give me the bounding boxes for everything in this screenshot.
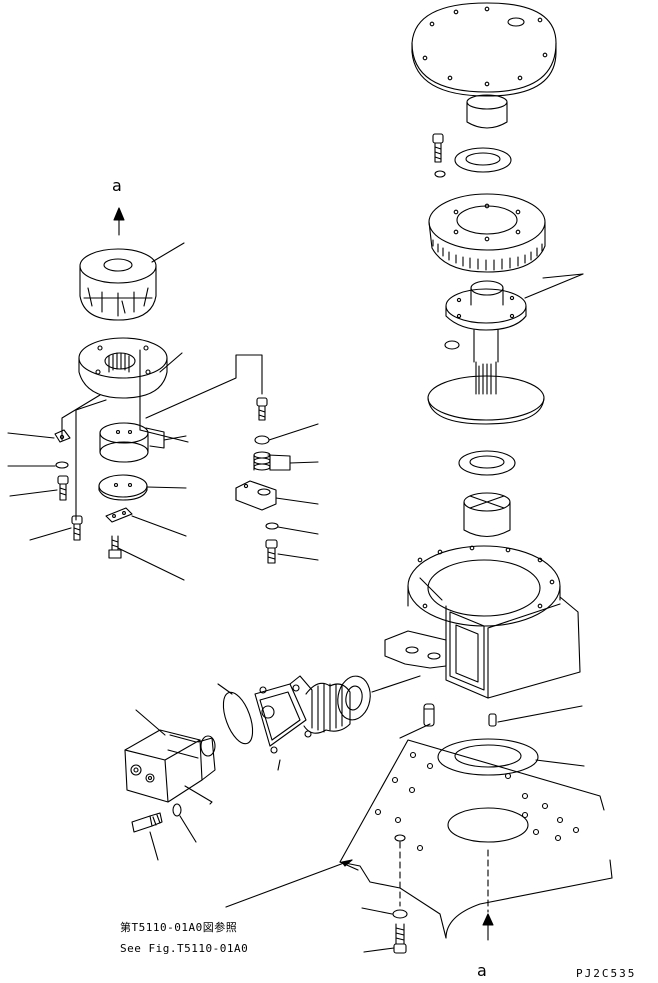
leader-line bbox=[145, 354, 263, 419]
leader-line bbox=[149, 831, 159, 861]
drawing-code: PJ2C535 bbox=[576, 967, 637, 980]
leader-line bbox=[117, 547, 185, 581]
reference-note-japanese: 第T5110-01A0図参照 bbox=[120, 921, 238, 934]
revolving-frame bbox=[339, 739, 613, 939]
small-washer-left bbox=[54, 429, 71, 443]
leader-line bbox=[524, 273, 584, 299]
washer-right-column bbox=[254, 435, 270, 445]
swing-motor bbox=[124, 729, 216, 803]
upper-seal-ring bbox=[454, 147, 512, 173]
bottom-bolt bbox=[392, 834, 408, 954]
lower-bushing bbox=[463, 492, 511, 538]
leader-line bbox=[371, 675, 421, 693]
ring-gear bbox=[428, 193, 546, 273]
leader-line bbox=[361, 907, 393, 915]
lock-washer-left bbox=[55, 461, 69, 469]
leader-line bbox=[399, 723, 431, 739]
upper-bolt bbox=[432, 133, 444, 163]
leader-line bbox=[151, 242, 185, 263]
leader-line bbox=[289, 461, 319, 464]
lock-plate bbox=[105, 507, 133, 523]
leader-line bbox=[184, 785, 213, 805]
small-pin bbox=[488, 713, 497, 727]
hex-bolt-left bbox=[108, 535, 122, 559]
leader-line bbox=[535, 759, 585, 767]
bolt-right-column bbox=[256, 397, 268, 421]
leader-line bbox=[131, 515, 187, 537]
dowel-pin bbox=[423, 703, 435, 727]
cover-disc-lower bbox=[98, 474, 148, 501]
leader-line bbox=[268, 423, 319, 441]
bolt-left-upper bbox=[57, 475, 69, 501]
hex-bolt-right bbox=[265, 539, 278, 564]
leader-line bbox=[146, 486, 187, 489]
leader-line bbox=[277, 526, 319, 535]
leader-line bbox=[75, 399, 107, 521]
leader-line bbox=[135, 709, 166, 736]
leader-line bbox=[497, 705, 583, 723]
motor-washer bbox=[172, 803, 182, 817]
washer-lower-right bbox=[265, 522, 279, 530]
upper-washer bbox=[434, 170, 446, 178]
leader-line bbox=[7, 432, 55, 439]
upper-bushing bbox=[466, 94, 508, 129]
shaft-washer bbox=[444, 340, 460, 350]
reference-note-english: See Fig.T5110-01A0 bbox=[120, 942, 249, 955]
planet-carrier bbox=[79, 248, 157, 321]
brake-assembly bbox=[254, 675, 371, 771]
leader-line bbox=[159, 352, 183, 373]
top-cover-plate bbox=[411, 2, 557, 97]
clamp-bracket bbox=[235, 480, 277, 511]
mounting-gasket bbox=[437, 738, 539, 776]
motor-bolt bbox=[131, 812, 163, 833]
leader-arrowhead bbox=[341, 859, 353, 867]
leader-line bbox=[542, 273, 584, 279]
cover-disc-upper bbox=[99, 422, 165, 463]
spring-stack bbox=[253, 451, 291, 471]
leader-line bbox=[275, 497, 319, 505]
leader-line bbox=[277, 553, 319, 561]
leader-line bbox=[225, 859, 353, 908]
sun-gear-plate bbox=[78, 337, 168, 399]
arrow-up-bottom bbox=[482, 913, 494, 941]
pinion-shaft bbox=[427, 280, 545, 425]
bolt-left-lower bbox=[71, 515, 83, 541]
leader-line bbox=[29, 527, 72, 541]
leader-line bbox=[179, 815, 197, 843]
leader-line bbox=[419, 577, 443, 601]
arrow-up-top bbox=[113, 207, 125, 236]
leader-line bbox=[163, 435, 187, 441]
view-arrow-label-bottom: a bbox=[477, 961, 487, 980]
leader-line bbox=[9, 489, 58, 497]
leader-line bbox=[61, 394, 101, 441]
leader-line bbox=[363, 947, 395, 953]
lower-seal-ring bbox=[458, 450, 516, 476]
leader-line bbox=[217, 683, 233, 695]
o-ring bbox=[222, 691, 254, 745]
swing-machinery-housing bbox=[384, 545, 581, 699]
view-arrow-label-top: a bbox=[112, 176, 122, 195]
